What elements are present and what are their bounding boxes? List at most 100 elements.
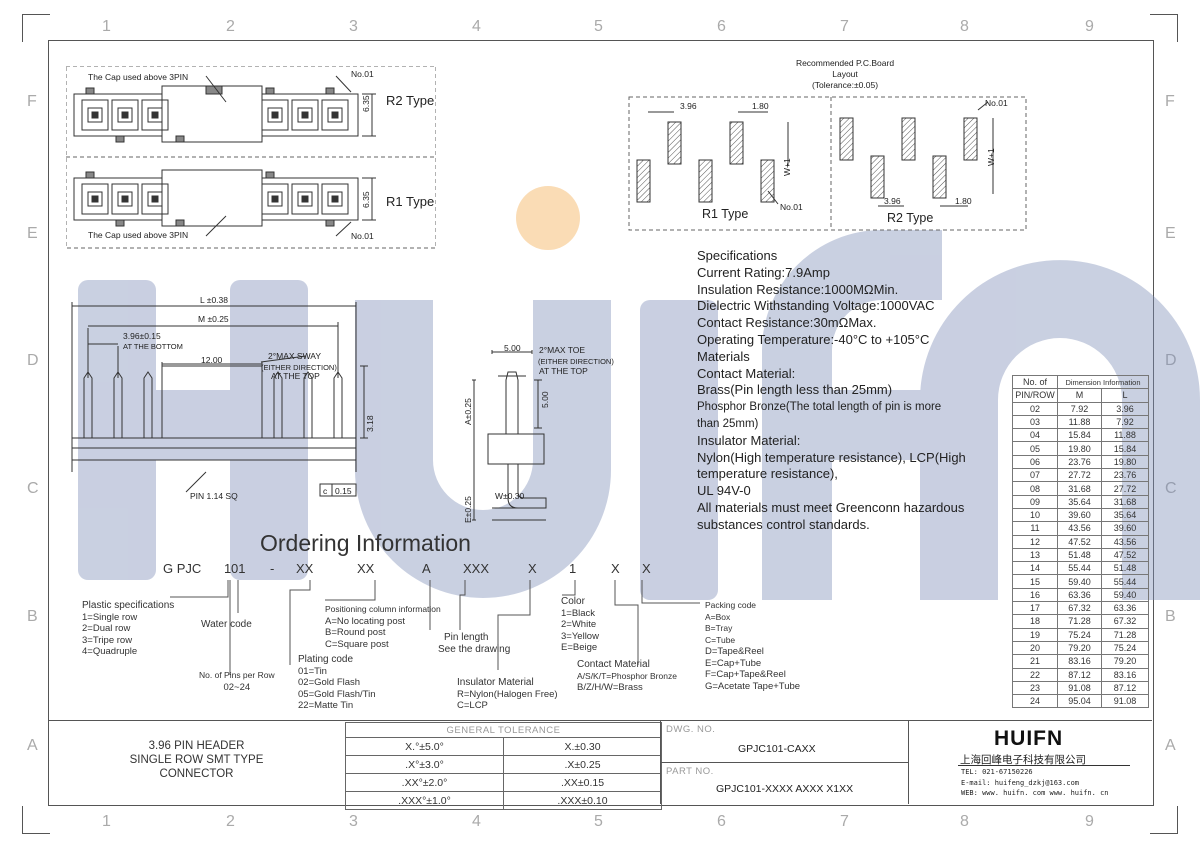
- table-cell: 67.32: [1101, 614, 1149, 629]
- table-cell: 75.24: [1101, 640, 1149, 656]
- table-cell: 87.12: [1101, 680, 1149, 696]
- pcb-r2-type-label: R2 Type: [887, 211, 934, 225]
- spec-line: temperature resistance),: [697, 466, 838, 482]
- table-cell: 51.48: [1101, 561, 1149, 576]
- table-cell: 35.64: [1057, 494, 1102, 509]
- part-no-label: PART NO.: [666, 766, 714, 777]
- sway-note: (EITHER DIRECTION): [261, 363, 337, 372]
- table-cell: 87.12: [1057, 667, 1102, 682]
- company-name: 上海回峰电子科技有限公司: [960, 754, 1086, 766]
- table-cell: 15: [1012, 574, 1058, 589]
- spec-line: Current Rating:7.9Amp: [697, 264, 830, 280]
- spec-title: Specifications: [697, 248, 778, 263]
- pin-one-label: No.01: [351, 69, 374, 79]
- table-cell: 83.16: [1101, 667, 1149, 682]
- dim-label: 6.35: [361, 95, 371, 112]
- table-cell: 95.04: [1057, 694, 1102, 709]
- spec-line: Nylon(High temperature resistance), LCP(…: [697, 449, 966, 465]
- dim-A: A±0.25: [463, 398, 473, 425]
- table-cell: 05: [1012, 441, 1058, 456]
- table-cell: 43.56: [1057, 521, 1102, 536]
- spec-line: UL 94V-0: [697, 483, 751, 499]
- pcb-dim: 1.80: [752, 101, 769, 111]
- spec-line: All materials must meet Greenconn hazard…: [697, 499, 965, 515]
- tolerance-cell: .XX°±2.0°: [345, 773, 504, 792]
- table-cell: 15.84: [1057, 428, 1102, 443]
- table-cell: 47.52: [1057, 534, 1102, 549]
- tolerance-cell: X.±0.30: [503, 737, 662, 756]
- table-cell: 7.92: [1057, 401, 1102, 416]
- table-cell: 59.40: [1057, 574, 1102, 589]
- toe-note: AT THE TOP: [539, 366, 588, 376]
- table-cell: 71.28: [1101, 627, 1149, 642]
- table-header: Dimension Information: [1057, 374, 1149, 390]
- spec-line: Operating Temperature:-40°C to +105°C: [697, 331, 930, 347]
- table-cell: 09: [1012, 494, 1058, 509]
- table-cell: 39.60: [1101, 521, 1149, 536]
- sway-note: 2°MAX SWAY: [268, 351, 321, 361]
- table-cell: 83.16: [1057, 654, 1102, 669]
- dwg-no: GPJC101-CAXX: [738, 743, 816, 755]
- table-cell: 11.88: [1101, 428, 1149, 443]
- pcb-layout-drawing: [628, 96, 1027, 231]
- tolerance-row: .X°±3.0°.X±0.25: [345, 755, 662, 774]
- water-code-option: Water code: [201, 619, 252, 630]
- table-cell: 31.68: [1057, 481, 1102, 496]
- connector-top-views: [66, 66, 436, 249]
- table-cell: 43.56: [1101, 534, 1149, 549]
- spec-line: Materials: [697, 348, 750, 364]
- pcb-dim: 3.96: [884, 196, 901, 206]
- table-cell: 11: [1012, 521, 1058, 536]
- table-cell: 21: [1012, 654, 1058, 669]
- table-cell: 27.72: [1057, 468, 1102, 483]
- flatness-symbol: c: [323, 486, 328, 496]
- table-header: No. of: [1012, 374, 1058, 390]
- table-cell: 16: [1012, 587, 1058, 603]
- part-no: GPJC101-XXXX AXXX X1XX: [716, 783, 854, 795]
- toe-note: (EITHER DIRECTION): [538, 357, 614, 366]
- spec-line: Contact Material:: [697, 365, 796, 381]
- dim-note: AT THE BOTTOM: [123, 342, 183, 351]
- table-cell: 24: [1012, 694, 1058, 709]
- table-cell: 55.44: [1101, 574, 1149, 589]
- r1-type-label: R1 Type: [386, 194, 435, 209]
- tolerance-row: X.°±5.0°X.±0.30: [345, 737, 662, 756]
- sway-note: AT THE TOP: [271, 371, 320, 381]
- connector-side-view: [71, 302, 368, 497]
- table-cell: 23: [1012, 680, 1058, 696]
- table-cell: 02: [1012, 401, 1058, 416]
- table-cell: 39.60: [1057, 507, 1102, 523]
- dim-W: W±0.30: [495, 491, 525, 501]
- dim-E: E±0.25: [463, 496, 473, 523]
- table-cell: 47.52: [1101, 547, 1149, 563]
- table-cell: 63.36: [1057, 587, 1102, 603]
- dwg-no-label: DWG. NO.: [666, 724, 716, 735]
- table-cell: 08: [1012, 481, 1058, 496]
- table-cell: 23.76: [1101, 468, 1149, 483]
- end-dim-5: 5.00: [540, 391, 550, 408]
- ordering-leader-lines: [170, 580, 700, 675]
- spec-line: Insulator Material:: [697, 432, 801, 448]
- spec-line: Phosphor Bronze(The total length of pin …: [697, 401, 942, 414]
- pin-size-note: PIN 1.14 SQ: [190, 491, 238, 501]
- table-cell: 79.20: [1057, 640, 1102, 656]
- table-cell: 14: [1012, 561, 1058, 576]
- tolerance-cell: .XXX°±1.0°: [345, 791, 504, 810]
- tolerance-cell: .X±0.25: [503, 755, 662, 774]
- table-cell: 71.28: [1057, 614, 1102, 629]
- table-cell: 03: [1012, 414, 1058, 430]
